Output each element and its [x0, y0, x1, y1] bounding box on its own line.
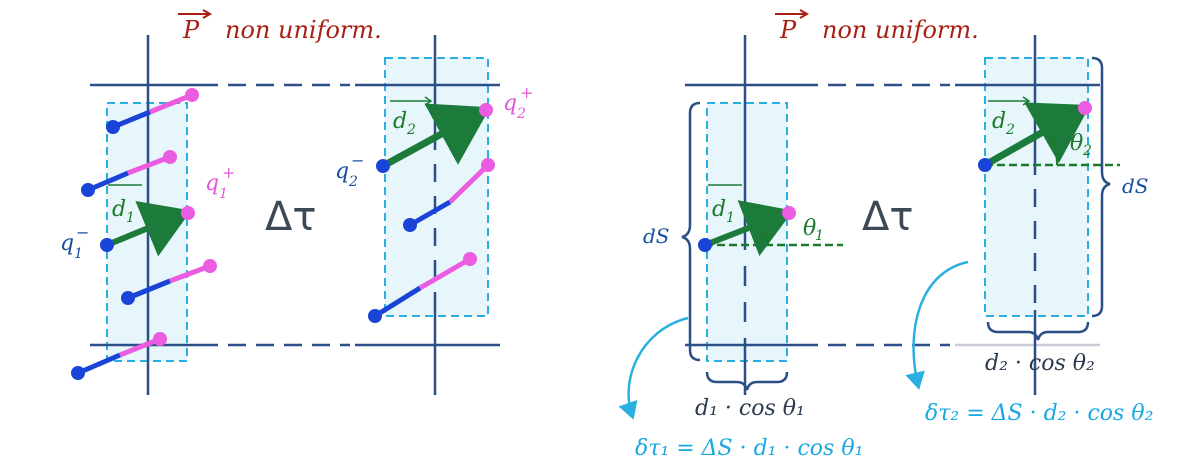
right-pointer-arrow-1 [618, 316, 689, 420]
right-dipole-1-positive [782, 206, 796, 220]
label-d2-left: d 2 [390, 96, 433, 138]
svg-text:d: d [992, 109, 1006, 134]
svg-text:1: 1 [815, 228, 824, 244]
left-dipoles-column-2 [368, 103, 495, 323]
svg-text:θ: θ [803, 216, 816, 241]
right-dipole-2-negative [978, 158, 992, 172]
label-d1-left: d 1 [108, 184, 142, 226]
svg-text:1: 1 [726, 210, 735, 226]
label-q2-minus: q 2 − [335, 151, 364, 190]
label-width-2: d₂ · cos θ₂ [985, 351, 1095, 376]
right-theta2-arc [1047, 129, 1059, 166]
svg-text:+: + [520, 83, 533, 102]
right-dipole-2-arrow [983, 102, 1091, 169]
svg-text:q: q [205, 171, 219, 196]
label-q1-plus: q 1 + [205, 163, 235, 202]
svg-text:d: d [712, 197, 726, 222]
formula-1: δτ₁ = ΔS · d₁ · cos θ₁ [635, 436, 863, 461]
right-dipole-1-arrow [703, 200, 794, 257]
svg-text:d: d [112, 197, 126, 222]
left-title-vector: P [182, 16, 200, 44]
right-title-text: non uniform. [822, 16, 979, 44]
label-ds-right: dS [1122, 174, 1149, 198]
left-dipoles-column-1 [71, 88, 217, 380]
label-theta1: θ 1 [803, 216, 824, 244]
label-ds-left: dS [643, 224, 670, 248]
left-title-arrowhead [202, 9, 213, 19]
svg-text:+: + [222, 163, 235, 182]
right-brace-width-2 [986, 321, 1090, 341]
svg-text:q: q [335, 159, 349, 184]
right-panel: P non uniform. [618, 9, 1153, 461]
right-title-vector: P [779, 16, 797, 44]
right-brace-ds-right [1091, 56, 1111, 318]
svg-text:1: 1 [74, 246, 83, 262]
svg-text:2: 2 [1005, 122, 1015, 138]
svg-text:1: 1 [219, 186, 228, 202]
right-volume-box-1 [706, 102, 788, 362]
label-q1-minus: q 1 − [60, 223, 89, 262]
left-title-text: non uniform. [225, 16, 382, 44]
svg-text:2: 2 [406, 122, 416, 138]
svg-text:−: − [351, 151, 364, 170]
label-q2-plus: q 2 + [503, 83, 533, 122]
formula-2: δτ₂ = ΔS · d₂ · cos θ₂ [925, 401, 1153, 426]
svg-text:q: q [60, 231, 74, 256]
label-theta2: θ 2 [1070, 131, 1092, 159]
right-brace-ds-left [681, 101, 701, 362]
svg-text:1: 1 [126, 210, 135, 226]
right-title-arrowhead [799, 9, 810, 19]
right-brace-width-1 [705, 371, 789, 391]
right-delta-tau: Δτ [862, 194, 913, 240]
svg-text:2: 2 [348, 174, 358, 190]
right-dipole-1-negative [698, 238, 712, 252]
svg-text:−: − [76, 223, 89, 242]
svg-text:2: 2 [516, 106, 526, 122]
svg-text:q: q [503, 91, 517, 116]
right-dipole-2-positive [1078, 101, 1092, 115]
left-delta-tau: Δτ [265, 194, 316, 240]
svg-text:d: d [393, 109, 407, 134]
left-panel: P non uniform. [60, 9, 533, 395]
svg-text:2: 2 [1082, 143, 1092, 159]
label-d2-right: d 2 [988, 96, 1031, 138]
label-width-1: d₁ · cos θ₁ [695, 396, 805, 421]
right-pointer-arrow-2 [905, 260, 969, 390]
right-theta1-arc [763, 229, 770, 246]
label-d1-right: d 1 [708, 184, 742, 226]
svg-text:θ: θ [1070, 131, 1083, 156]
